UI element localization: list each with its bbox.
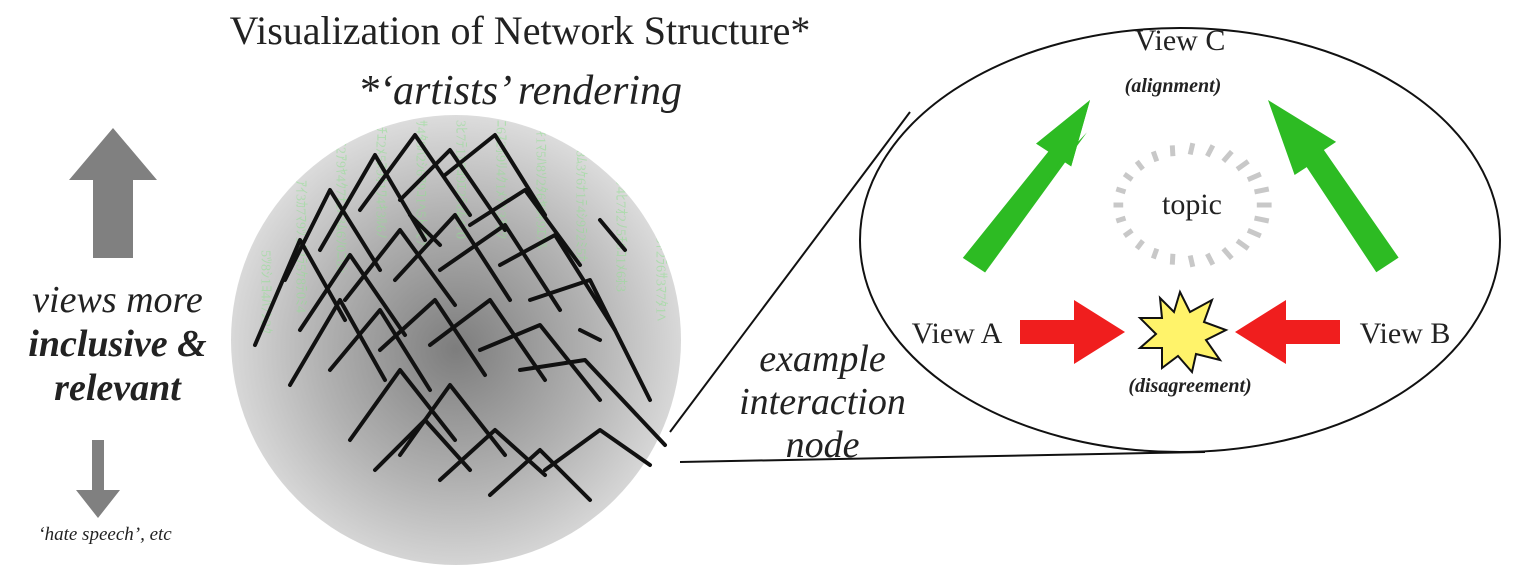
network-sphere: ｱｲ3ｶ7ﾏ9ﾂ1ﾎ2ﾗ5ｹ8ﾃ0ﾐ4 ﾐ2ｱ9ﾔ4ｸ7ﾅ1ﾊ3ﾑ6ｿ0ﾆ8ｼ …: [231, 115, 681, 565]
svg-text:ｲ9ﾄ2ﾗ6ｻ3ﾏ7ﾀ1ﾍ: ｲ9ﾄ2ﾗ6ｻ3ﾏ7ﾀ1ﾍ: [653, 230, 669, 321]
view-a-label: View A: [912, 317, 1003, 350]
left-note-line-1: views more: [32, 279, 203, 321]
down-arrow-icon: [76, 440, 120, 518]
view-c-label: View C: [1135, 24, 1226, 57]
callout-line-3: node: [785, 424, 860, 466]
example-node-callout: example interaction node: [700, 338, 945, 467]
svg-text:8ﾑ3ｹ6ﾅ1ﾃ4ｼ9ﾗ2ﾐ5ｶ: 8ﾑ3ｹ6ﾅ1ﾃ4ｼ9ﾗ2ﾐ5ｶ: [573, 150, 588, 262]
diagram-title: Visualization of Network Structure*: [229, 8, 811, 53]
left-axis-note: views more inclusive & relevant: [0, 278, 235, 410]
hate-speech-note: ‘hate speech’, etc: [38, 524, 172, 545]
up-arrow-icon: [69, 128, 157, 258]
svg-text:ﾜ4ﾋ7ｵ2ﾉ5ﾁ8ｺ1ﾒ6ﾎ3: ﾜ4ﾋ7ｵ2ﾉ5ﾁ8ｺ1ﾒ6ﾎ3: [613, 180, 628, 292]
alignment-arrow-right: [1268, 100, 1399, 273]
conflict-burst-icon: [1137, 289, 1229, 375]
interaction-node-inset: View C (alignment) topic View A View B (…: [669, 24, 1501, 463]
callout-line-2: interaction: [739, 381, 906, 423]
alignment-label: (alignment): [1125, 75, 1222, 97]
topic-ring: [1113, 142, 1272, 268]
callout-line-1: example: [759, 338, 886, 380]
disagreement-arrow-right: [1235, 300, 1340, 364]
view-b-label: View B: [1360, 317, 1451, 350]
topic-label: topic: [1162, 188, 1222, 221]
svg-text:ｷ1ﾏ5ﾊ8ｿ2ﾀ6ﾔ3ﾈ9ｴ7ﾙ: ｷ1ﾏ5ﾊ8ｿ2ﾀ6ﾔ3ﾈ9ｴ7ﾙ: [533, 130, 549, 249]
disagreement-label: (disagreement): [1128, 375, 1251, 397]
left-note-line-3: relevant: [54, 367, 181, 409]
left-note-line-2: inclusive &: [28, 323, 207, 365]
alignment-arrows: [962, 100, 1399, 273]
disagreement-arrow-left: [1020, 300, 1125, 364]
diagram-subtitle: *‘artists’ rendering: [358, 68, 682, 114]
